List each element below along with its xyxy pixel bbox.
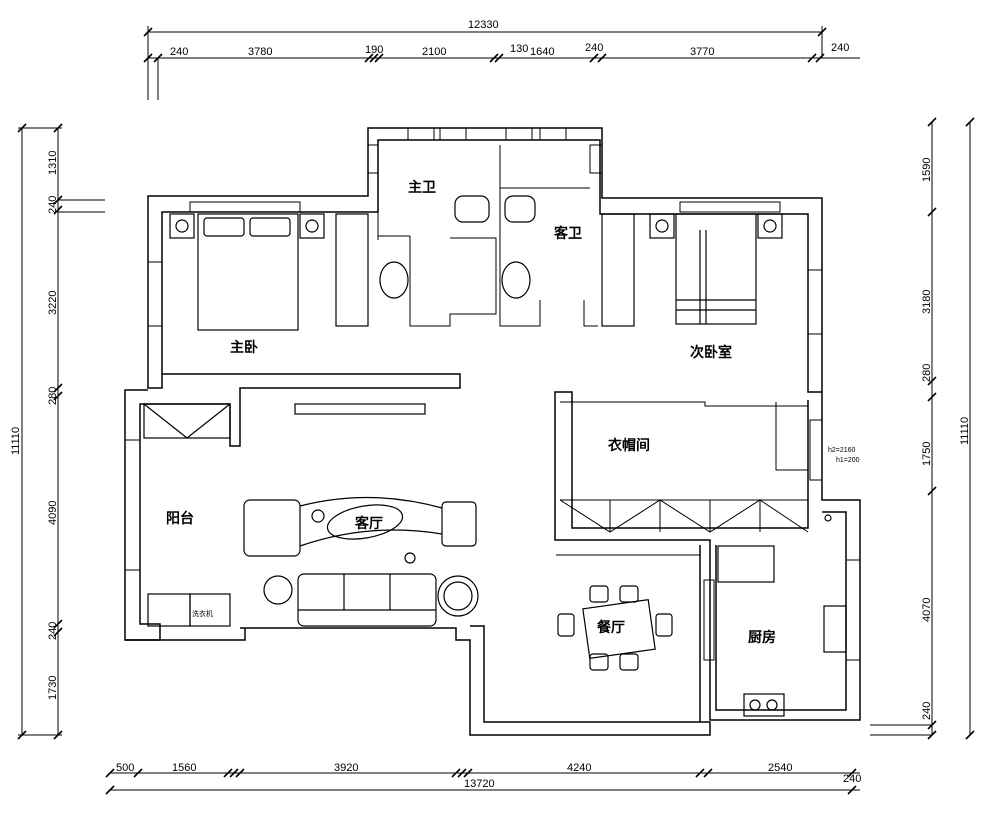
room-label-walk-in-closet: 衣帽间 [608, 437, 650, 453]
dim-bottom: 3920 [334, 762, 358, 774]
sofa [297, 573, 437, 627]
dim-right: 1750 [921, 442, 933, 466]
dim-bottom-total: 13720 [464, 778, 495, 790]
room-label-kitchen: 厨房 [748, 629, 776, 645]
dimension-ticks [17, 27, 975, 795]
dim-bottom: 500 [116, 762, 134, 774]
dim-right: 1590 [921, 158, 933, 182]
dim-right: 280 [921, 364, 933, 382]
annotation-h1: h1=200 [836, 457, 860, 464]
master-bed [197, 213, 299, 331]
room-label-master-bedroom: 主卧 [230, 339, 258, 355]
dim-top: 3770 [690, 46, 714, 58]
walls [124, 127, 861, 736]
furniture [143, 195, 847, 717]
dim-left: 1310 [47, 151, 59, 175]
room-label-dining-room: 餐厅 [596, 619, 625, 635]
annotation-h2: h2=2160 [828, 447, 856, 454]
room-label-guest-bath: 客卫 [553, 225, 582, 241]
dim-left: 240 [47, 622, 59, 640]
dim-top: 3780 [248, 46, 272, 58]
dim-top: 1640 [530, 46, 554, 58]
room-label-living-room: 客厅 [354, 515, 383, 531]
dim-top: 240 [170, 46, 188, 58]
dim-left: 1730 [47, 676, 59, 700]
dim-left: 240 [47, 196, 59, 214]
dim-right: 4070 [921, 598, 933, 622]
dim-bottom: 240 [843, 773, 861, 785]
dim-bottom: 2540 [768, 762, 792, 774]
room-label-balcony: 阳台 [166, 510, 194, 526]
room-label-master-bath: 主卫 [408, 179, 436, 195]
dim-right: 240 [921, 702, 933, 720]
dim-top: 240 [585, 42, 603, 54]
dim-top: 130 [510, 43, 528, 55]
washing-machine-label: 洗衣机 [192, 609, 213, 618]
dim-top-total: 12330 [468, 19, 499, 31]
dim-bottom: 4240 [567, 762, 591, 774]
dim-left: 280 [47, 387, 59, 405]
dimension-lines [18, 26, 971, 791]
dim-top: 190 [365, 44, 383, 56]
windows [124, 127, 861, 661]
room-label-second-bedroom: 次卧室 [690, 344, 732, 360]
dim-top: 2100 [422, 46, 446, 58]
dim-left: 3220 [47, 291, 59, 315]
dim-right-total: 11110 [959, 417, 971, 445]
second-bed [675, 213, 757, 325]
dim-left-total: 11110 [10, 427, 22, 455]
dim-left: 4090 [47, 501, 59, 525]
dim-top: 240 [831, 42, 849, 54]
dim-right: 3180 [921, 290, 933, 314]
armchair [243, 499, 301, 557]
dim-bottom: 1560 [172, 762, 196, 774]
